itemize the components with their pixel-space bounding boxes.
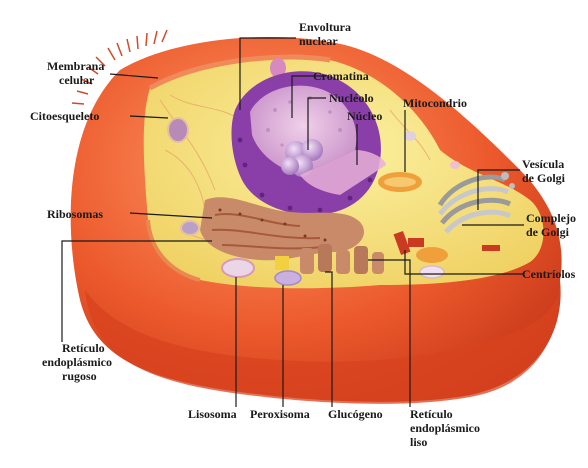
label-glucogeno: Glucógeno: [328, 407, 383, 421]
svg-text:Complejo: Complejo: [526, 211, 576, 225]
svg-text:Nucléolo: Nucléolo: [329, 91, 374, 105]
svg-text:Envoltura: Envoltura: [299, 20, 351, 34]
label-envoltura-nuclear: Envoltura nuclear: [299, 20, 351, 48]
svg-text:endoplásmico: endoplásmico: [410, 421, 480, 435]
label-cromatina: Cromatina: [313, 69, 369, 83]
peroxisome-shape: [275, 271, 301, 285]
label-mitocondrio: Mitocondrio: [403, 96, 467, 110]
svg-text:liso: liso: [410, 435, 427, 449]
svg-text:Membrana: Membrana: [47, 59, 104, 73]
label-reticulo-rugoso: Retículo endoplásmico rugoso: [42, 341, 112, 383]
svg-text:Lisosoma: Lisosoma: [188, 407, 237, 421]
label-nucleo: Núcleo: [347, 109, 382, 123]
label-ribosomas: Ribosomas: [47, 207, 103, 221]
svg-text:rugoso: rugoso: [62, 369, 97, 383]
svg-text:Centríolos: Centríolos: [522, 267, 576, 281]
svg-text:de Golgi: de Golgi: [522, 171, 566, 185]
label-reticulo-liso: Retículo endoplásmico liso: [410, 407, 480, 449]
svg-text:endoplásmico: endoplásmico: [42, 355, 112, 369]
label-vesicula-golgi: Vesícula de Golgi: [522, 157, 566, 185]
svg-text:Mitocondrio: Mitocondrio: [403, 96, 467, 110]
svg-text:Retículo: Retículo: [410, 407, 453, 421]
svg-text:Citoesqueleto: Citoesqueleto: [30, 109, 99, 123]
label-complejo-golgi: Complejo de Golgi: [526, 211, 576, 239]
label-lisosoma: Lisosoma: [188, 407, 237, 421]
svg-text:de Golgi: de Golgi: [526, 225, 570, 239]
svg-text:nuclear: nuclear: [299, 34, 338, 48]
label-centriolos: Centríolos: [522, 267, 576, 281]
svg-text:celular: celular: [59, 73, 95, 87]
label-nucleolo: Nucléolo: [329, 91, 374, 105]
svg-text:Glucógeno: Glucógeno: [328, 407, 383, 421]
svg-text:Núcleo: Núcleo: [347, 109, 382, 123]
label-peroxisoma: Peroxisoma: [250, 407, 310, 421]
svg-text:Retículo: Retículo: [62, 341, 105, 355]
svg-text:Peroxisoma: Peroxisoma: [250, 407, 310, 421]
svg-text:Vesícula: Vesícula: [522, 157, 564, 171]
label-citoesqueleto: Citoesqueleto: [30, 109, 99, 123]
svg-text:Cromatina: Cromatina: [313, 69, 369, 83]
svg-text:Ribosomas: Ribosomas: [47, 207, 103, 221]
lysosome-shape: [222, 259, 254, 277]
